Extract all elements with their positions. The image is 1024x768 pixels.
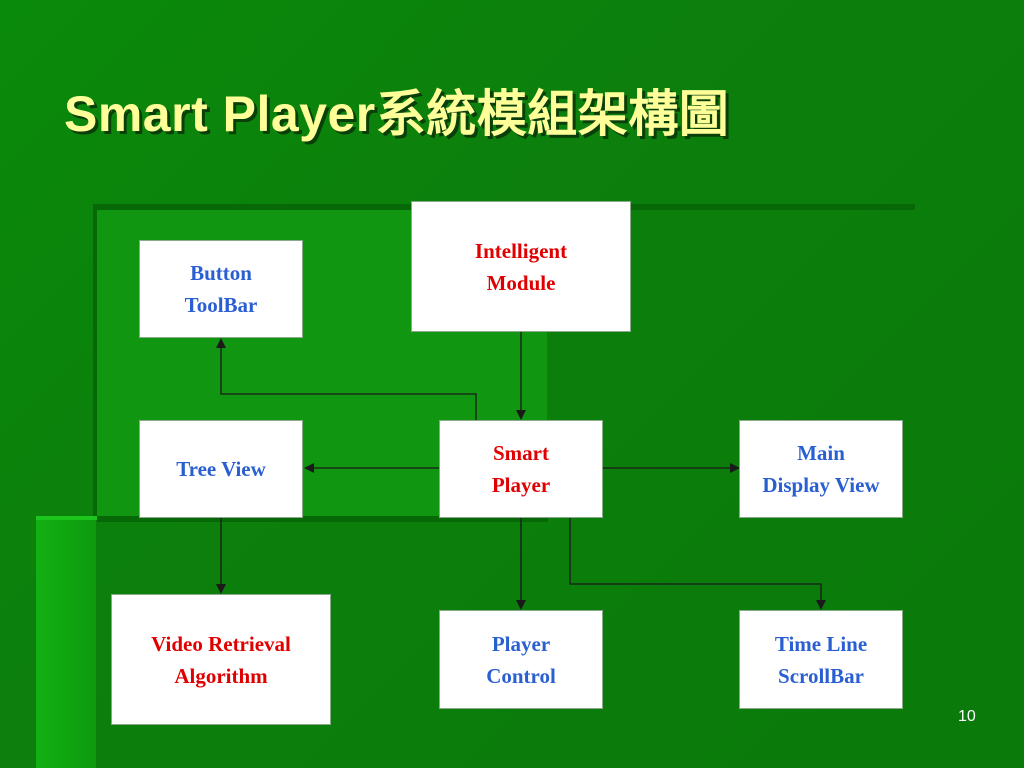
page-number: 10 xyxy=(958,708,976,725)
node-label: Player Control xyxy=(486,631,556,688)
node-label: Button ToolBar xyxy=(184,261,258,317)
node-tree-view: Tree View xyxy=(139,420,303,518)
node-main-display-view: Main Display View xyxy=(739,420,903,518)
node-label: Time Line ScrollBar xyxy=(774,631,868,688)
decorative-bottom-panel xyxy=(36,520,96,768)
node-video-retrieval-algorithm: Video Retrieval Algorithm xyxy=(111,594,331,725)
node-label: Video Retrieval Algorithm xyxy=(151,631,291,688)
node-intelligent-module: Intelligent Module xyxy=(411,201,631,332)
node-label: Smart Player xyxy=(491,441,551,497)
slide-title: Smart Player系統模組架構圖 xyxy=(64,86,730,142)
node-button-toolbar: Button ToolBar xyxy=(139,240,303,338)
edge-smart-player-to-button-toolbar xyxy=(216,338,477,420)
decorative-left-line xyxy=(93,204,97,519)
decorative-bottom-line xyxy=(36,516,97,520)
node-label: Intelligent Module xyxy=(474,238,568,295)
node-player-control: Player Control xyxy=(439,610,603,709)
decorative-middle-band xyxy=(97,516,548,522)
node-label: Main Display View xyxy=(762,441,880,497)
node-time-line-scrollbar: Time Line ScrollBar xyxy=(739,610,903,709)
node-smart-player: Smart Player xyxy=(439,420,603,518)
edge-smart-player-to-time-line-scrollbar xyxy=(569,518,826,610)
node-label: Tree View xyxy=(176,457,266,481)
